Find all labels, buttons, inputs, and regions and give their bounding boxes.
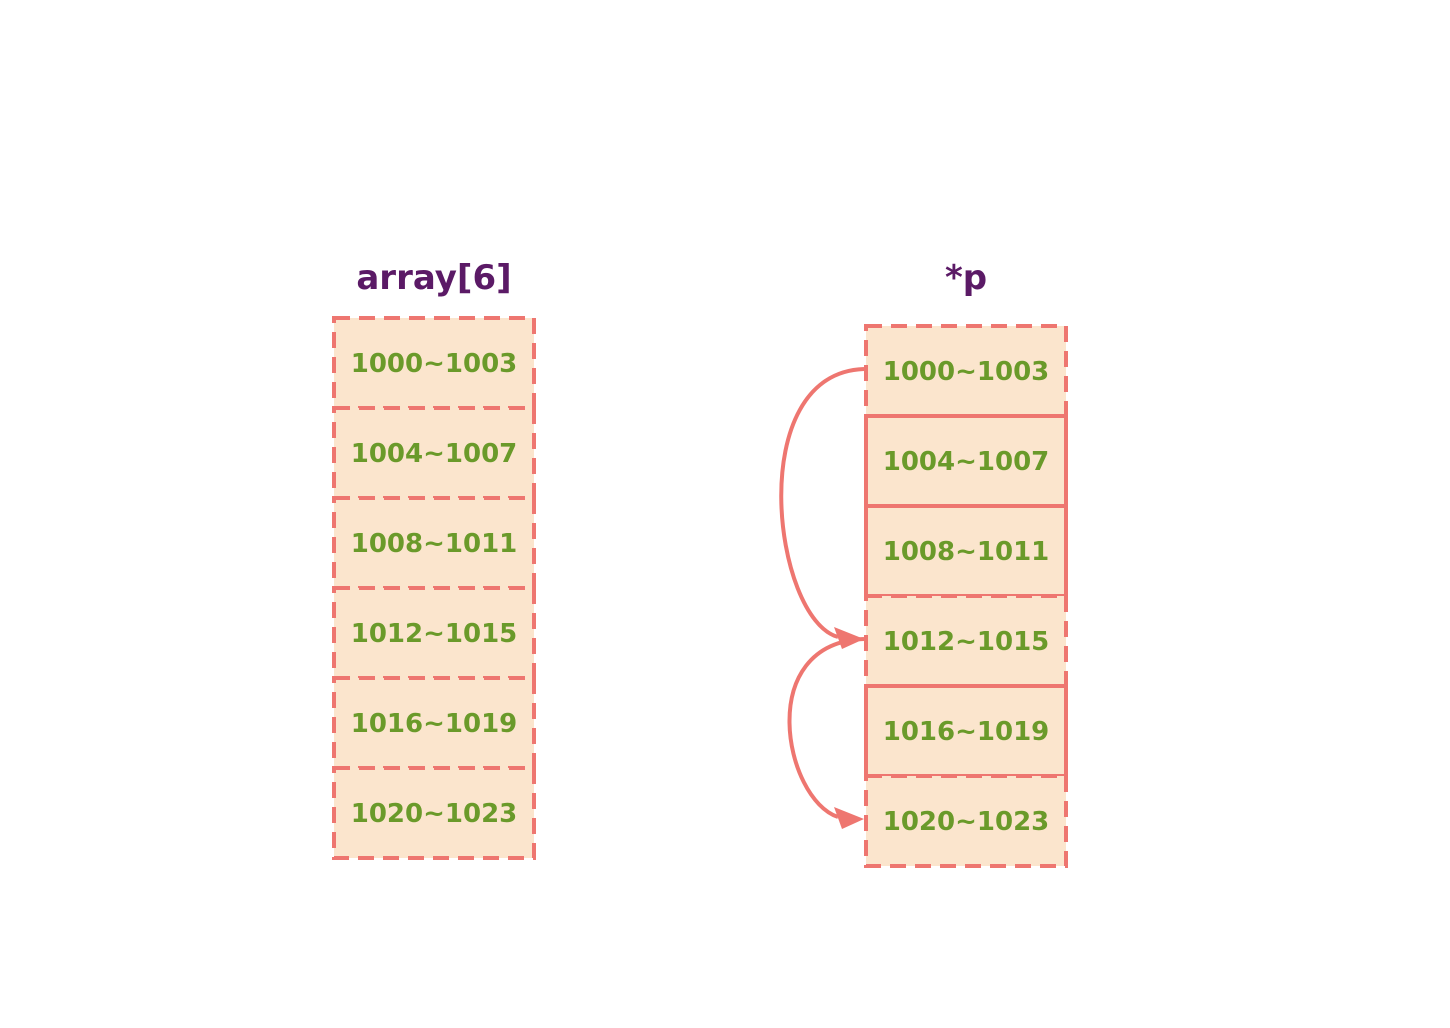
array-cell-3: 1012~1015 <box>332 586 536 680</box>
pointer-cell-2: 1008~1011 <box>864 504 1068 598</box>
pointer-cell-3: 1012~1015 <box>864 594 1068 688</box>
pointer-cell-5: 1020~1023 <box>864 774 1068 868</box>
array-cell-1: 1004~1007 <box>332 406 536 500</box>
pointer-arrow-line <box>779 367 865 639</box>
pointer-arrow-0 <box>779 367 865 649</box>
array-cell-0: 1000~1003 <box>332 316 536 410</box>
pointer-cell-5-label: 1020~1023 <box>883 807 1050 837</box>
array-cell-4-box <box>332 676 536 770</box>
array-cell-0-box <box>332 316 536 410</box>
array-cell-5: 1020~1023 <box>332 766 536 860</box>
array-cell-2: 1008~1011 <box>332 496 536 590</box>
array-cell-5-label: 1020~1023 <box>351 799 518 829</box>
array-cell-2-label: 1008~1011 <box>351 529 518 559</box>
pointer-title: *p <box>945 258 987 298</box>
arrow-head-icon <box>834 807 864 829</box>
pointer-arrow-line <box>787 637 865 819</box>
pointer-cell-0: 1000~1003 <box>864 324 1068 418</box>
array-cell-3-box <box>332 586 536 680</box>
array-cell-4-label: 1016~1019 <box>351 709 518 739</box>
pointer-arrow-1 <box>787 637 865 829</box>
array-cell-1-box <box>332 406 536 500</box>
pointer-cells: 1000~1003 1004~1007 1008~1011 1012~1015 1016… <box>864 324 1068 868</box>
pointer-arrows <box>779 367 865 829</box>
array-cells: 1000~1003 1004~1007 1008~1011 1012~1015 1016… <box>332 316 536 860</box>
pointer-cell-4: 1016~1019 <box>864 684 1068 778</box>
array-cell-3-label: 1012~1015 <box>351 619 518 649</box>
pointer-cell-1-label: 1004~1007 <box>883 447 1050 477</box>
array-cell-4: 1016~1019 <box>332 676 536 770</box>
pointer-cell-3-box <box>864 594 1068 688</box>
pointer-cell-0-label: 1000~1003 <box>883 357 1050 387</box>
array-cell-0-label: 1000~1003 <box>351 349 518 379</box>
pointer-cell-1-box <box>864 414 1068 508</box>
pointer-cell-2-label: 1008~1011 <box>883 537 1050 567</box>
array-title: array[6] <box>356 258 511 298</box>
pointer-cell-5-box <box>864 774 1068 868</box>
pointer-cell-4-label: 1016~1019 <box>883 717 1050 747</box>
pointer-cell-0-box <box>864 324 1068 418</box>
pointer-cell-1: 1004~1007 <box>864 414 1068 508</box>
array-cell-1-label: 1004~1007 <box>351 439 518 469</box>
pointer-cell-3-label: 1012~1015 <box>883 627 1050 657</box>
array-cell-5-box <box>332 766 536 860</box>
array-cell-2-box <box>332 496 536 590</box>
